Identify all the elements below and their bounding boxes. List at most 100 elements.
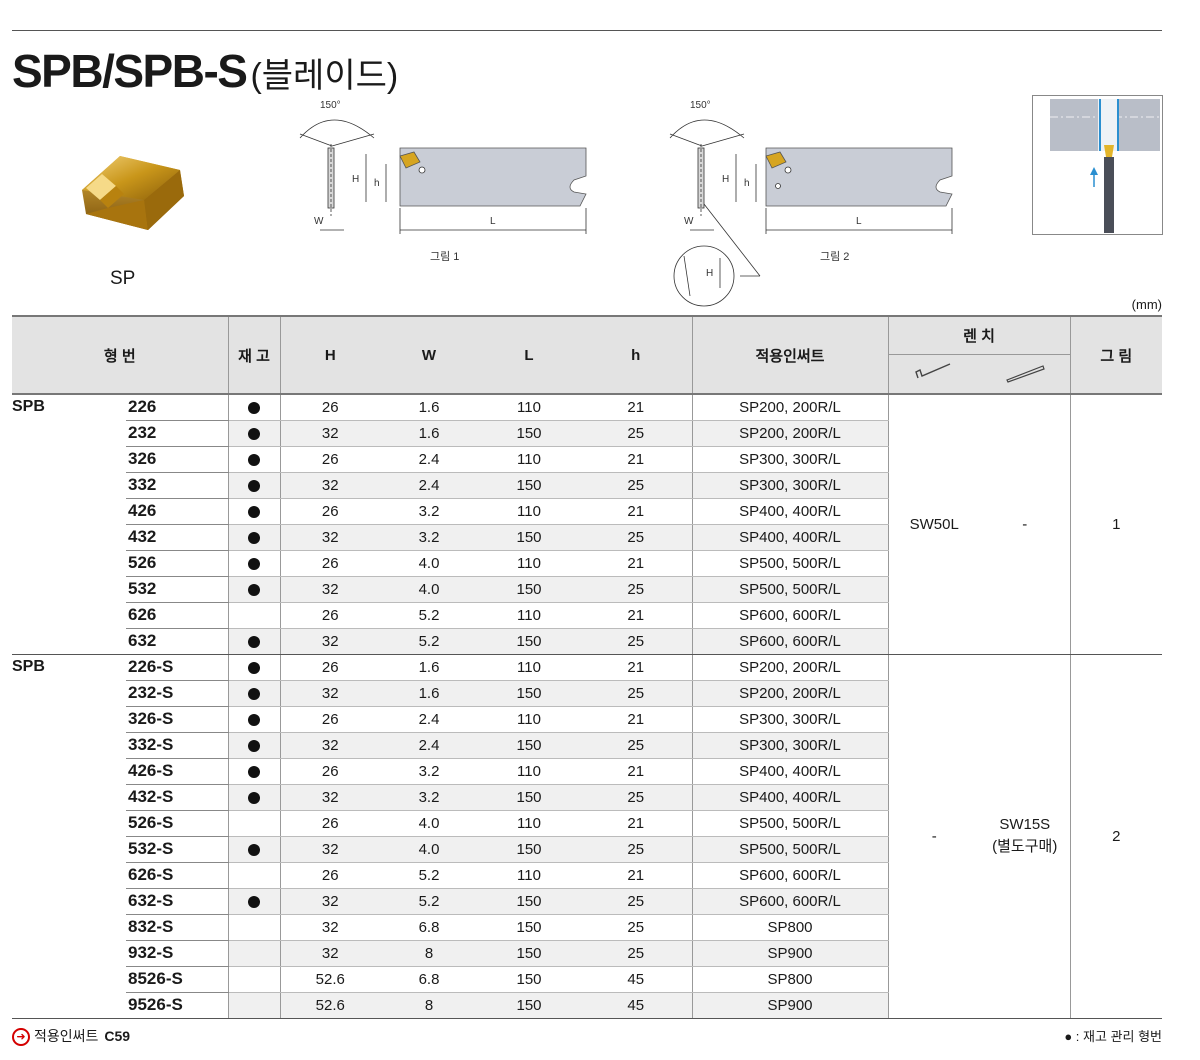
- dim-H: 26: [280, 394, 380, 421]
- dim-L: 150: [478, 888, 580, 915]
- fig1-caption: 그림 1: [430, 250, 459, 263]
- applicable-insert: SP600, 600R/L: [691, 888, 889, 915]
- stock-indicator: [227, 524, 281, 551]
- dim-L: 110: [478, 810, 580, 837]
- stock-indicator: [227, 784, 281, 811]
- dim-h: 25: [580, 784, 692, 811]
- dim-H: 32: [280, 888, 380, 915]
- dim-h: 21: [580, 706, 692, 733]
- stock-dot-icon: [248, 713, 260, 726]
- dim-h: 21: [580, 810, 692, 837]
- dim-L: 150: [478, 940, 580, 967]
- dim-H: 32: [280, 420, 380, 447]
- applicable-insert: SP200, 200R/L: [691, 394, 889, 421]
- page-title: SPB/SPB-S(블레이드): [12, 44, 398, 104]
- dim-W: 1.6: [380, 654, 478, 681]
- dim-h: 25: [580, 680, 692, 707]
- series-label: SPB: [12, 654, 126, 1019]
- stock-dot-icon: [248, 635, 260, 648]
- dim-H: 26: [280, 862, 380, 889]
- wrench-a-icon-cell: [887, 354, 980, 395]
- applicable-insert: SP600, 600R/L: [691, 602, 889, 629]
- stock-indicator: [227, 472, 281, 499]
- dim-h: 21: [580, 446, 692, 473]
- dim-h: 25: [580, 576, 692, 603]
- dim-L: 110: [478, 394, 580, 421]
- model-number: 426: [126, 498, 228, 525]
- dim-L: 150: [478, 576, 580, 603]
- col-insert-header: 적용인써트: [691, 315, 889, 395]
- stock-indicator: [227, 732, 281, 759]
- dim-W: 3.2: [380, 758, 478, 785]
- figure-number: 2: [1070, 654, 1162, 1019]
- model-number: 626-S: [126, 862, 228, 889]
- dim-h: 21: [580, 550, 692, 577]
- wrench-b-label: SW15S: [999, 816, 1051, 833]
- stock-dot-icon: [248, 401, 260, 414]
- dim-W: 8: [380, 992, 478, 1019]
- dim-W: 6.8: [380, 914, 478, 941]
- dim-h: 21: [580, 654, 692, 681]
- applicable-insert: SP900: [691, 992, 889, 1019]
- sp-insert-image: [82, 156, 184, 230]
- dim-W: 4.0: [380, 576, 478, 603]
- dim-h: 25: [580, 836, 692, 863]
- col-model-header: 형 번: [12, 315, 229, 395]
- dim-L: 150: [478, 914, 580, 941]
- stock-indicator: [227, 446, 281, 473]
- model-number: 232-S: [126, 680, 228, 707]
- dim-h: 21: [580, 862, 692, 889]
- model-number: 332-S: [126, 732, 228, 759]
- applicable-insert: SP900: [691, 940, 889, 967]
- dim-W: 1.6: [380, 420, 478, 447]
- fig1-W: W: [314, 216, 324, 227]
- fig2-W: W: [684, 216, 694, 227]
- dim-h: 25: [580, 888, 692, 915]
- col-figure-header: 그 림: [1069, 315, 1162, 395]
- figure-number: 1: [1070, 394, 1162, 655]
- dim-L: 110: [478, 602, 580, 629]
- dim-h: 25: [580, 628, 692, 655]
- model-number: 226: [126, 394, 228, 421]
- fig2-caption: 그림 2: [820, 250, 849, 263]
- dim-H: 52.6: [280, 966, 380, 993]
- model-number: 626: [126, 602, 228, 629]
- applicable-insert: SP400, 400R/L: [691, 758, 889, 785]
- dim-W: 4.0: [380, 810, 478, 837]
- dim-W: 5.2: [380, 628, 478, 655]
- stock-indicator: [227, 420, 281, 447]
- applicable-insert: SP800: [691, 914, 889, 941]
- dim-H: 32: [280, 576, 380, 603]
- applicable-insert: SP400, 400R/L: [691, 784, 889, 811]
- dim-W: 3.2: [380, 524, 478, 551]
- dim-H: 32: [280, 732, 380, 759]
- applicable-insert: SP800: [691, 966, 889, 993]
- insert-reference-page: C59: [104, 1028, 131, 1044]
- model-number: 8526-S: [126, 966, 228, 993]
- col-h-header: h: [580, 315, 693, 395]
- dim-L: 150: [478, 524, 580, 551]
- stock-indicator: [227, 550, 281, 577]
- applicable-insert: SP200, 200R/L: [691, 420, 889, 447]
- wrench-b-icon-cell: [980, 354, 1071, 395]
- model-number: 432: [126, 524, 228, 551]
- stock-indicator: [227, 654, 281, 681]
- dim-h: 21: [580, 602, 692, 629]
- insert-label: SP: [110, 268, 136, 289]
- dim-W: 2.4: [380, 706, 478, 733]
- dim-L: 150: [478, 966, 580, 993]
- dim-H: 26: [280, 758, 380, 785]
- model-number: 932-S: [126, 940, 228, 967]
- stock-dot-icon: [248, 843, 260, 856]
